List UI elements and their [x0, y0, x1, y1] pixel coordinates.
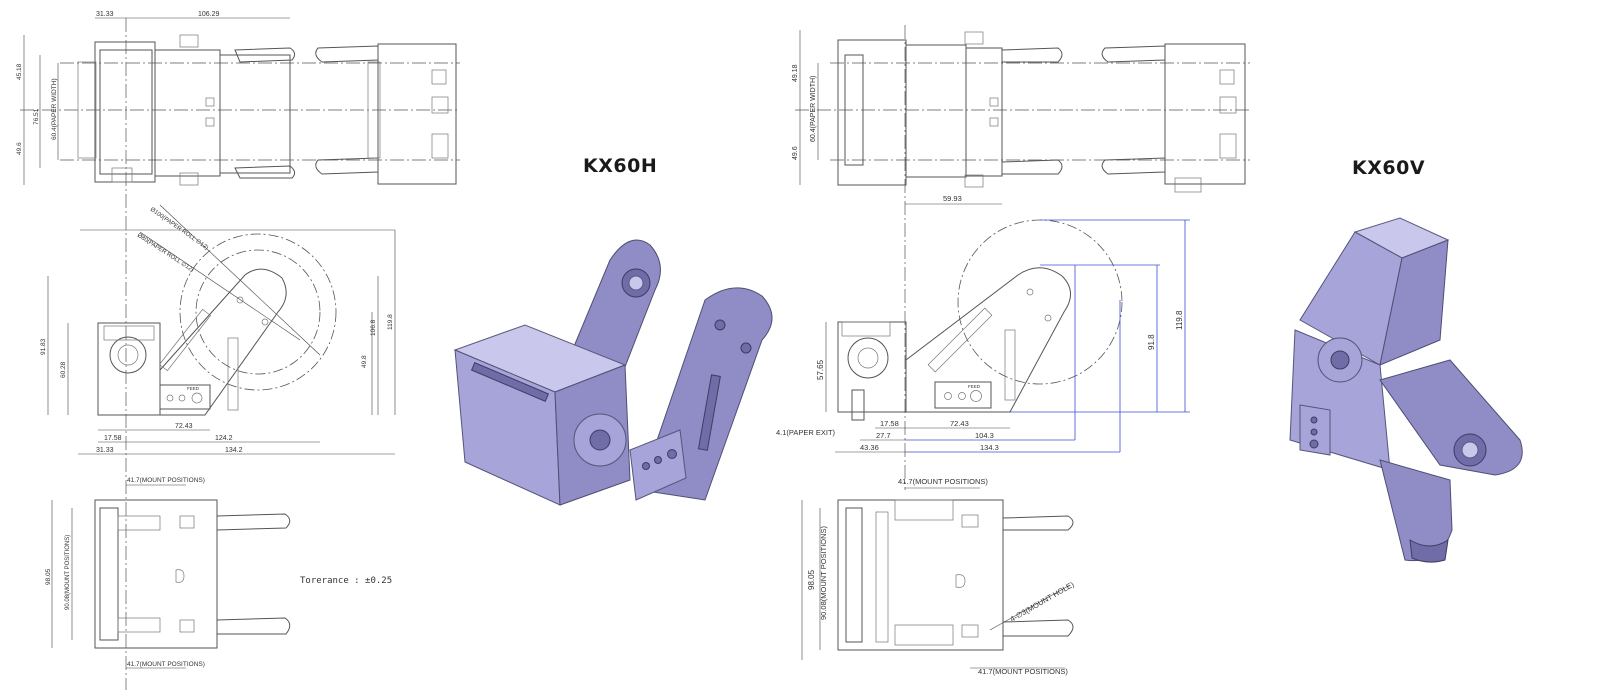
- dim-kx60h-top-width-b: 106.29: [198, 11, 220, 18]
- kx60v-feed-label: FEED: [968, 384, 981, 389]
- dim-kx60v-side-w6: 134.3: [980, 443, 999, 452]
- kx60v-side-view: 91.8 119.8 FEED 57.65 17.58 72.43: [776, 219, 1190, 453]
- dim-kx60v-side-w3: 27.7: [876, 431, 891, 440]
- dim-kx60v-side-w1: 17.58: [880, 419, 899, 428]
- dim-kx60h-bot-mount-bottom: 41.7(MOUNT POSITIONS): [127, 661, 205, 668]
- dim-kx60v-bot-hole: 4-∅3(MOUNT HOLE): [1009, 580, 1076, 624]
- dim-kx60h-bot-mount-top: 41.7(MOUNT POSITIONS): [127, 477, 205, 484]
- dim-kx60v-bot-mount-top: 41.7(MOUNT POSITIONS): [898, 477, 988, 486]
- dim-kx60h-bot-h2: 90.08(MOUNT POSITIONS): [65, 535, 71, 610]
- dim-kx60v-top-h1: 49.18: [792, 64, 799, 82]
- dim-kx60h-side-h1: 91.83: [40, 338, 47, 355]
- dim-kx60h-top-h2: 76.51: [33, 108, 40, 125]
- dim-kx60h-side-h5: 49.8: [361, 355, 368, 368]
- dim-kx60v-top-h2: 49.6: [792, 146, 799, 160]
- dim-kx60h-top-h1: 45.18: [16, 63, 23, 80]
- dim-kx60h-side-w2: 72.43: [175, 423, 193, 430]
- dim-kx60h-side-h3: 106.8: [370, 319, 377, 336]
- dim-kx60v-top-w: 59.93: [943, 194, 962, 203]
- dim-kx60h-top-paper: 60.4(PAPER WIDTH): [51, 78, 58, 140]
- dim-kx60v-bot-h2: 90.08(MOUNT POSITIONS): [819, 525, 828, 620]
- dim-kx60h-side-h4: 119.8: [387, 314, 394, 330]
- dim-kx60h-side-w4: 31.33: [96, 447, 114, 454]
- dim-kx60h-side-h2: 60.28: [60, 361, 67, 378]
- dim-kx60v-bot-h1: 98.05: [807, 569, 816, 590]
- dim-kx60v-paper-exit: 4.1(PAPER EXIT): [776, 428, 836, 437]
- dim-kx60h-side-w5: 134.2: [225, 447, 243, 454]
- dim-kx60h-top-width-a: 31.33: [96, 11, 114, 18]
- tolerance-note: Torerance : ±0.25: [300, 576, 392, 586]
- kx60h-3d-model: [453, 239, 773, 506]
- dim-kx60h-side-w3: 124.2: [215, 435, 233, 442]
- kx60v-top-view: 49.18 60.4(PAPER WIDTH) 49.6 59.93: [792, 25, 1250, 490]
- dim-kx60v-side-h2: 91.8: [1147, 334, 1156, 350]
- model-title-kx60v: KX60V: [1352, 157, 1426, 179]
- dim-kx60v-side-h1: 57.65: [816, 359, 825, 380]
- dim-kx60h-top-h3: 49.6: [16, 142, 23, 155]
- kx60h-bottom-view: 41.7(MOUNT POSITIONS) 98.05 90.08(MOUNT …: [45, 477, 392, 669]
- kx60h-top-view: 31.33 106.29 45.18 76.51 60.4(PAPER WIDT…: [16, 11, 460, 690]
- dim-kx60v-side-w5: 43.36: [860, 443, 879, 452]
- dim-kx60h-bot-h1: 98.05: [45, 568, 52, 585]
- kx60v-bottom-view: 41.7(MOUNT POSITIONS) 98.05 90.08(MOUNT …: [801, 477, 1076, 676]
- dim-kx60v-bot-mount-bottom: 41.7(MOUNT POSITIONS): [978, 667, 1068, 676]
- dim-kx60v-side-w2: 72.43: [950, 419, 969, 428]
- dim-kx60h-side-w1: 17.58: [104, 435, 122, 442]
- dim-kx60v-side-w4: 104.3: [975, 431, 994, 440]
- dim-kx60v-side-h3: 119.8: [1175, 310, 1184, 330]
- dim-kx60h-roll2: Ø80(PAPER ROLL ∅12): [136, 232, 195, 274]
- dim-kx60v-top-paper: 60.4(PAPER WIDTH): [810, 76, 817, 142]
- model-title-kx60h: KX60H: [583, 155, 658, 177]
- kx60h-feed-label: FEED: [187, 386, 200, 391]
- kx60h-side-view: Ø100(PAPER ROLL ∅12) Ø80(PAPER ROLL ∅12)…: [40, 204, 396, 455]
- kx60v-3d-model: [1289, 217, 1523, 563]
